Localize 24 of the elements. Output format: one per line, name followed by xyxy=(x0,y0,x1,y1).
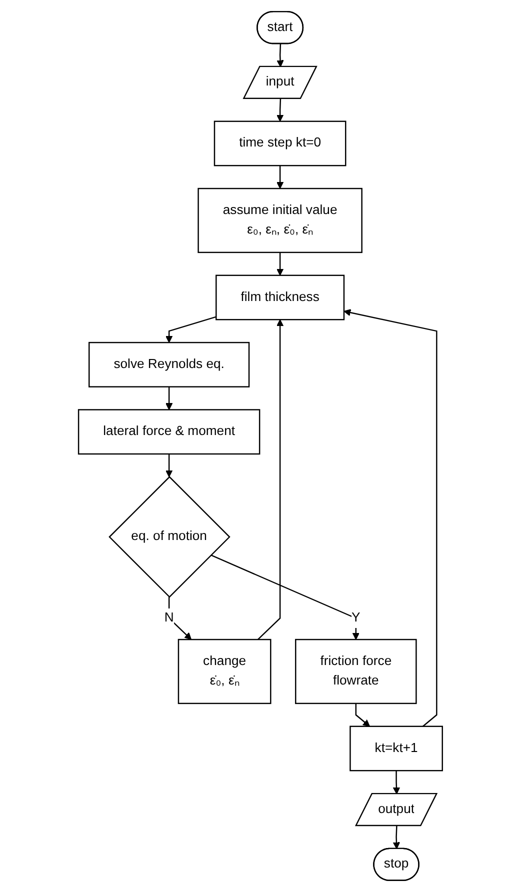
edge-label: N xyxy=(164,610,174,625)
node-box: film thickness xyxy=(215,274,344,320)
arrow xyxy=(276,166,284,189)
arrow xyxy=(343,309,437,727)
node-box: friction force flowrate xyxy=(294,638,416,704)
arrow xyxy=(165,454,172,478)
arrow xyxy=(276,252,284,276)
node-box: lateral force & moment xyxy=(77,409,260,455)
node-diamond: eq. of motion xyxy=(108,476,230,598)
node-box: kt=kt+1 xyxy=(349,726,442,772)
arrow xyxy=(354,703,370,727)
edge-label: Y xyxy=(351,610,360,625)
node-box: time step kt=0 xyxy=(213,120,346,166)
arrow xyxy=(276,98,284,122)
arrow xyxy=(392,826,400,850)
node-box: assume initial value ε₀, εₙ, ε̇₀, ε̇ₙ xyxy=(197,188,362,254)
arrow xyxy=(276,44,284,68)
arrow xyxy=(165,316,216,343)
node-box: change ε̇₀, ε̇ₙ xyxy=(177,638,271,704)
arrow xyxy=(165,386,172,410)
arrow xyxy=(392,770,400,794)
arrow xyxy=(210,554,360,640)
arrow xyxy=(256,319,284,640)
node-box: solve Reynolds eq. xyxy=(88,342,250,388)
